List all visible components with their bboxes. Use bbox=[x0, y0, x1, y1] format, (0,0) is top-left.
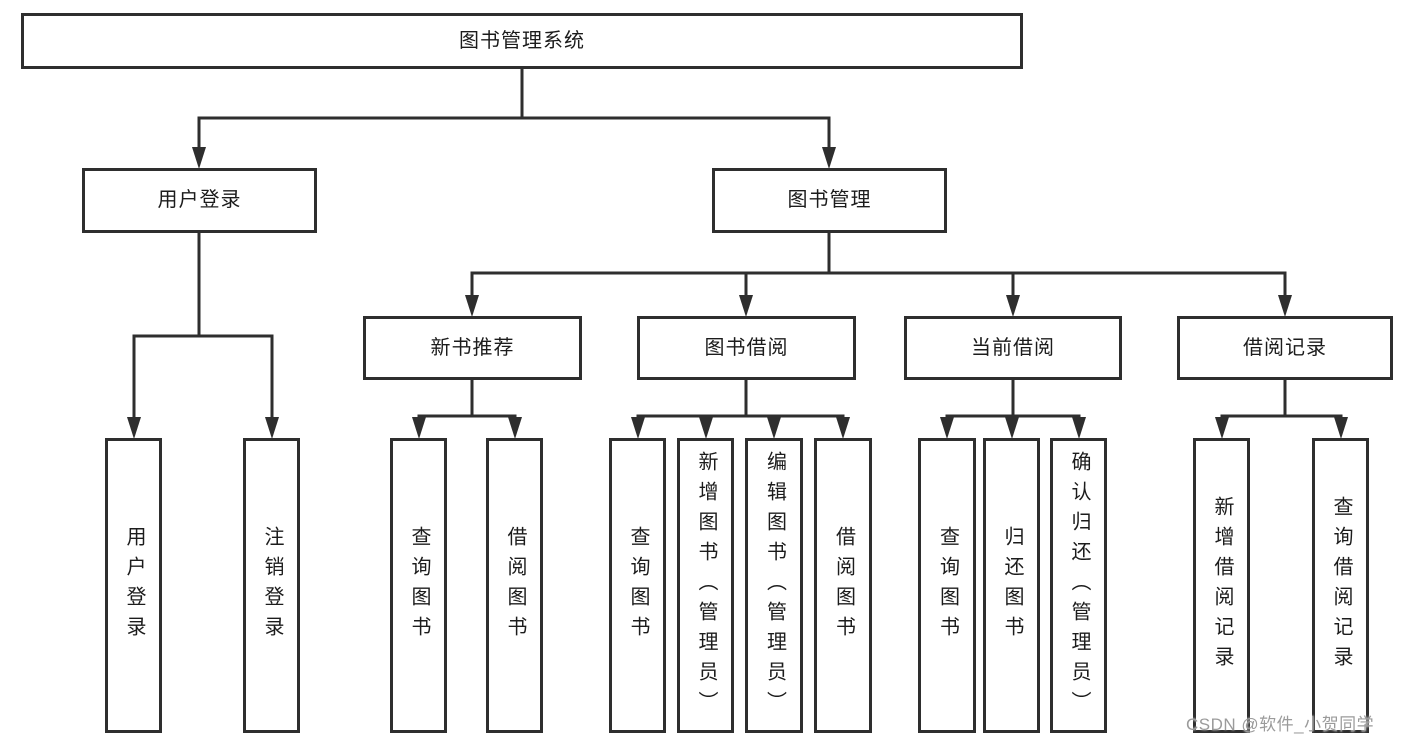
node-user-login: 用户登录 bbox=[82, 168, 317, 233]
node-leaf-bb-add-book: 新增图书（管理员） bbox=[677, 438, 734, 733]
node-book-management: 图书管理 bbox=[712, 168, 947, 233]
node-borrow-record: 借阅记录 bbox=[1177, 316, 1393, 380]
node-current-borrow: 当前借阅 bbox=[904, 316, 1122, 380]
node-leaf-br-add-record: 新增借阅记录 bbox=[1193, 438, 1250, 733]
node-leaf-bb-borrow-book: 借阅图书 bbox=[814, 438, 872, 733]
node-leaf-cb-return-book: 归还图书 bbox=[983, 438, 1040, 733]
node-book-borrow: 图书借阅 bbox=[637, 316, 856, 380]
node-leaf-br-query-record: 查询借阅记录 bbox=[1312, 438, 1369, 733]
node-leaf-nb-borrow-book: 借阅图书 bbox=[486, 438, 543, 733]
node-leaf-bb-edit-book: 编辑图书（管理员） bbox=[745, 438, 803, 733]
node-new-book-recommend: 新书推荐 bbox=[363, 316, 582, 380]
node-leaf-bb-query-book: 查询图书 bbox=[609, 438, 666, 733]
watermark-text: CSDN @软件_小贺同学 bbox=[1186, 715, 1375, 734]
node-leaf-user-login: 用户登录 bbox=[105, 438, 162, 733]
node-leaf-nb-query-book: 查询图书 bbox=[390, 438, 447, 733]
node-leaf-cb-query-book: 查询图书 bbox=[918, 438, 976, 733]
node-leaf-cb-confirm-return: 确认归还（管理员） bbox=[1050, 438, 1107, 733]
node-leaf-logout-login: 注销登录 bbox=[243, 438, 300, 733]
node-system: 图书管理系统 bbox=[21, 13, 1023, 69]
